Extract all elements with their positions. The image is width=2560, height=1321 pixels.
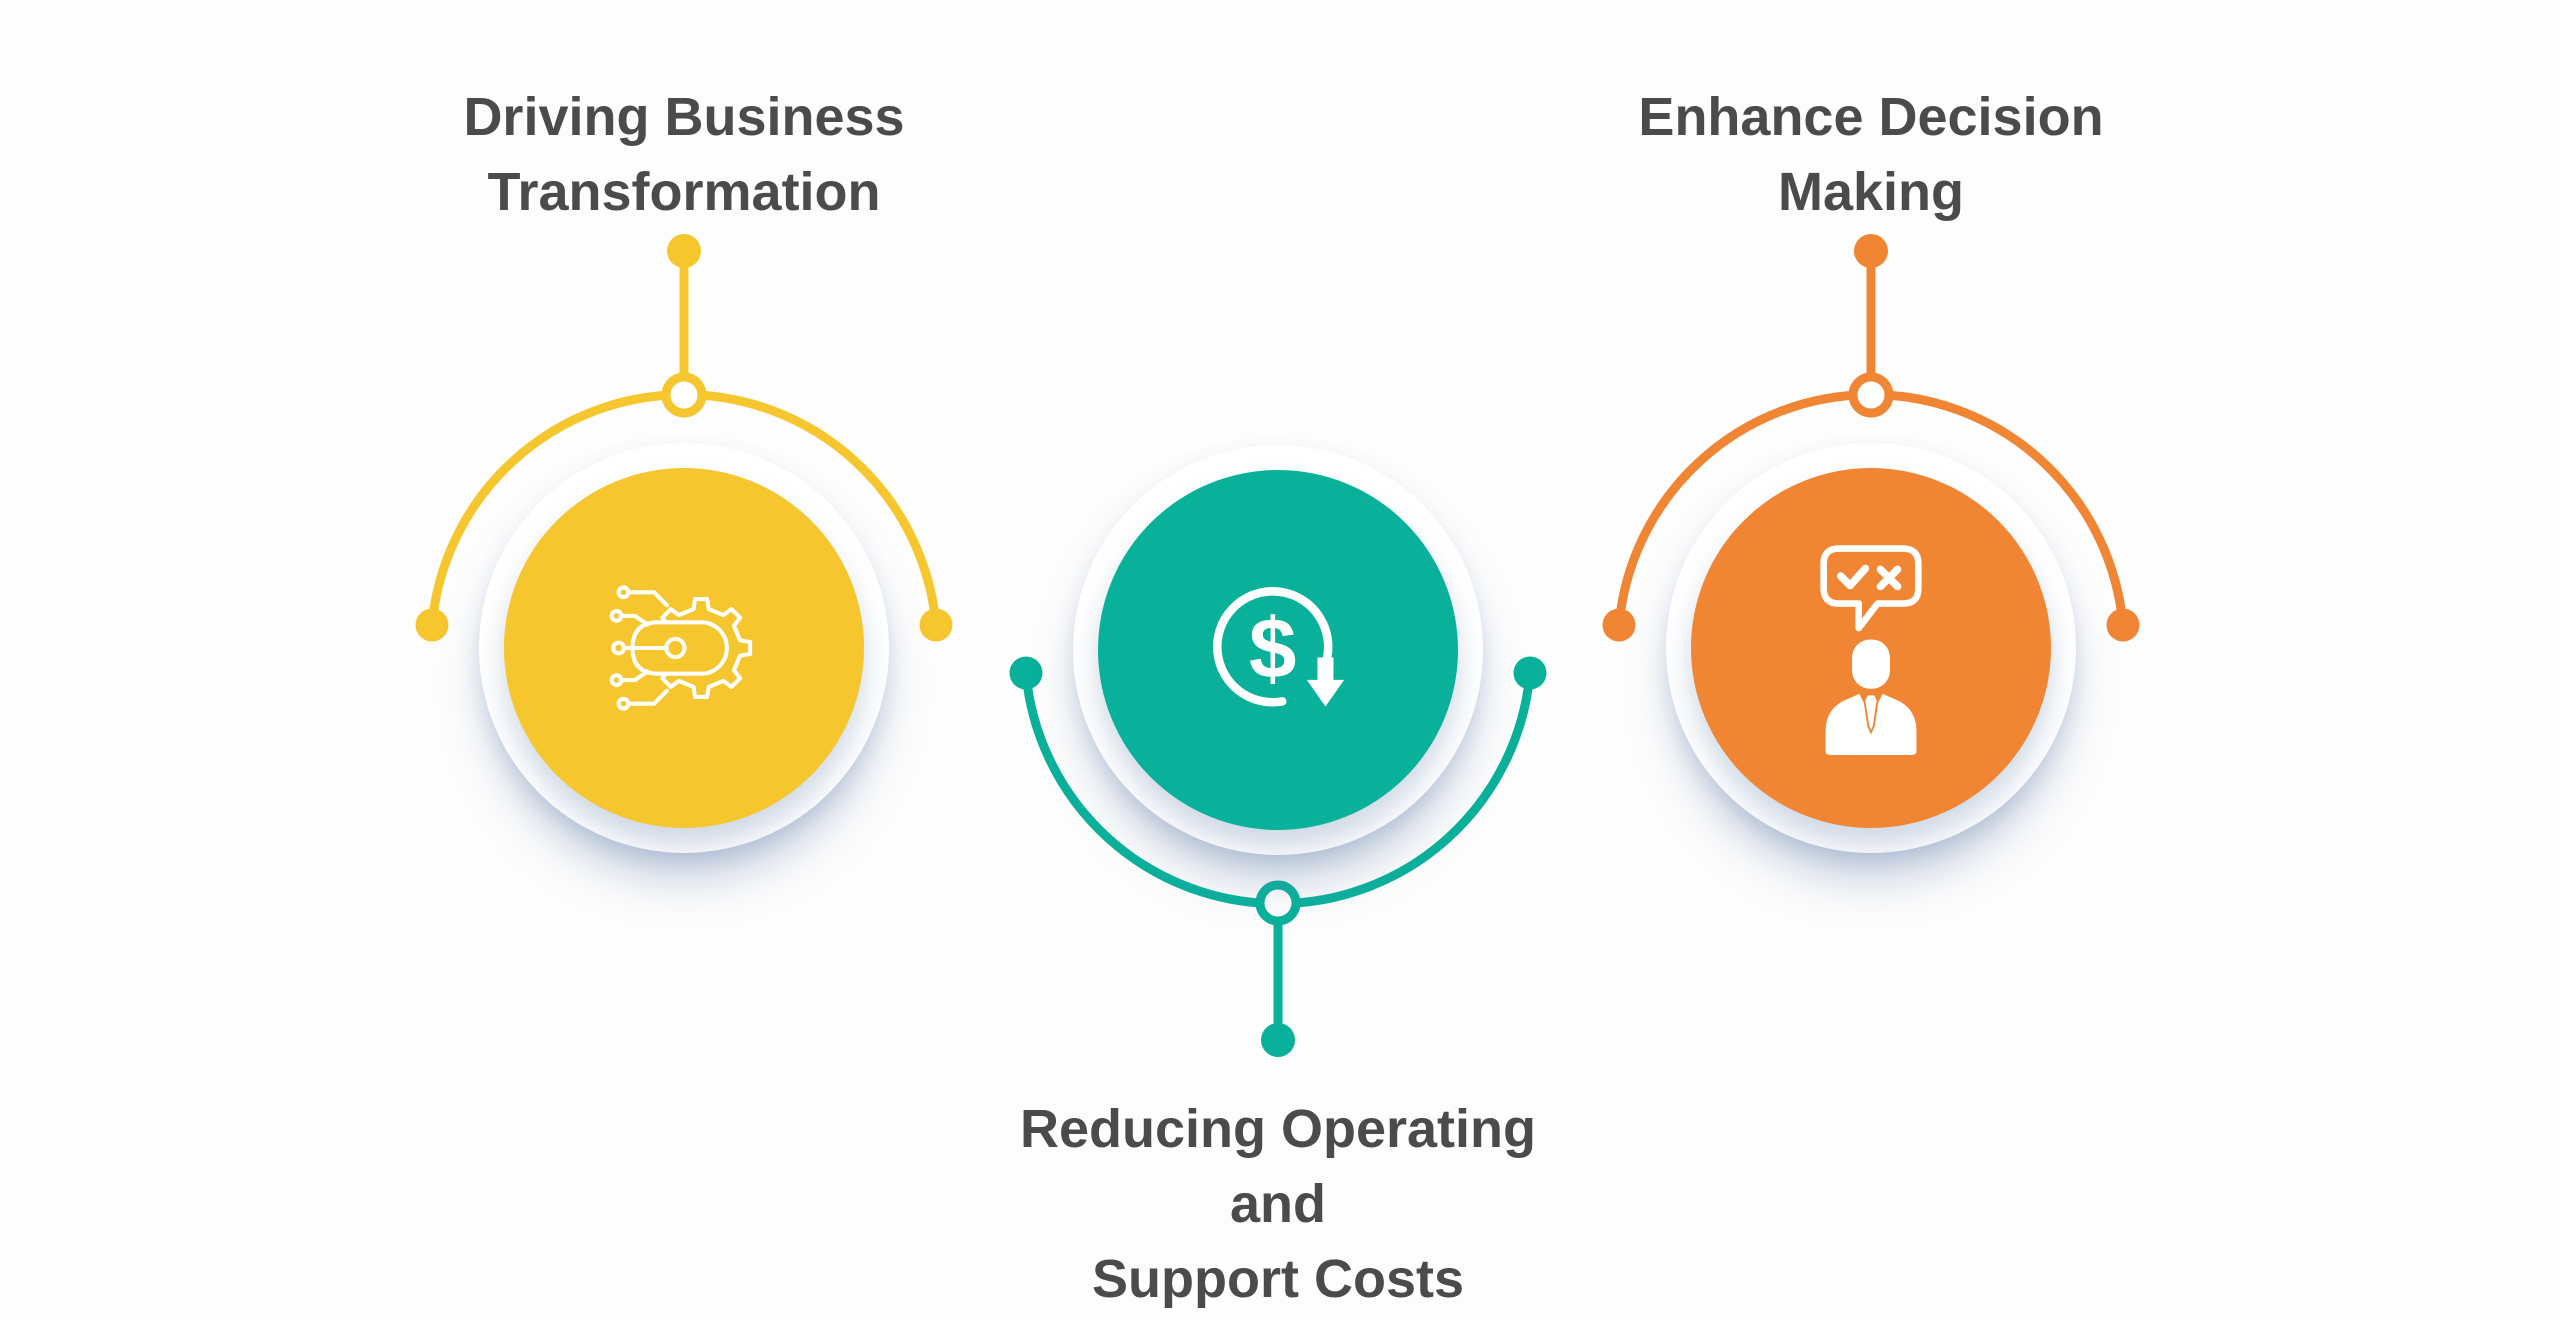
circuit-line-lower	[618, 669, 650, 683]
x-mark	[1876, 565, 1902, 591]
circuit-terminal	[609, 673, 624, 687]
arc-end-dot-left	[415, 608, 449, 642]
circuit-line-bottom	[626, 688, 669, 706]
down-arrow	[1306, 657, 1345, 707]
ring-node	[661, 372, 707, 418]
colored-circle: $	[1098, 470, 1458, 830]
arc-end-dot-left	[1009, 656, 1043, 690]
item-title-line2: Support Costs	[1092, 1249, 1464, 1309]
item-title-line1: Driving Business	[463, 87, 905, 147]
dollar-circle-arc	[1213, 587, 1333, 707]
item-title-line1: Reducing Operating and	[1019, 1099, 1537, 1234]
item-title: Enhance Decision Making	[1571, 80, 2171, 230]
connector-graphic	[415, 234, 953, 642]
benefit-item-driving-business-transformation: Driving Business Transformation	[384, 0, 984, 1321]
dollar-cost-reduction-icon: $	[1213, 587, 1345, 707]
circuit-terminal	[616, 696, 631, 711]
item-title: Reducing Operating and Support Costs	[978, 1092, 1578, 1317]
colored-circle	[1691, 468, 2051, 828]
item-title-line1: Enhance Decision	[1638, 87, 2104, 147]
arc-end-dot-right	[2106, 608, 2140, 642]
speech-bubble	[1820, 545, 1922, 632]
circuit-line-upper	[618, 613, 650, 627]
dollar-sign: $	[1249, 601, 1296, 696]
item-title-line2: Transformation	[487, 162, 881, 222]
circuit-terminal	[609, 609, 624, 623]
item-title-line2: Making	[1777, 162, 1965, 222]
arc-end-dot-right	[1513, 656, 1547, 690]
benefit-item-enhance-decision-making: Enhance Decision Making	[1571, 0, 2171, 1321]
tie	[1863, 693, 1879, 735]
digital-transformation-gear-icon	[609, 585, 753, 711]
benefit-item-reducing-operating-and-support-costs: Reducing Operating and Support Costs $	[978, 0, 1578, 1321]
ring-node	[1848, 372, 1894, 418]
circuit-line-top	[626, 590, 669, 608]
arc-end-dot-left	[1602, 608, 1636, 642]
gear-center-node	[664, 636, 687, 660]
ring-node	[1255, 880, 1301, 926]
circuit-terminal	[611, 640, 627, 656]
check-mark	[1836, 564, 1870, 590]
item-title: Driving Business Transformation	[384, 80, 984, 230]
colored-circle	[504, 468, 864, 828]
decision-person-speech-bubble-icon	[1820, 545, 1922, 755]
connector-graphic	[1602, 234, 2140, 642]
circuit-terminal	[616, 585, 631, 600]
arc-end-dot-right	[919, 608, 953, 642]
person-head	[1852, 639, 1890, 689]
connector-graphic	[1009, 656, 1547, 1057]
gear-keyhole	[630, 620, 729, 676]
